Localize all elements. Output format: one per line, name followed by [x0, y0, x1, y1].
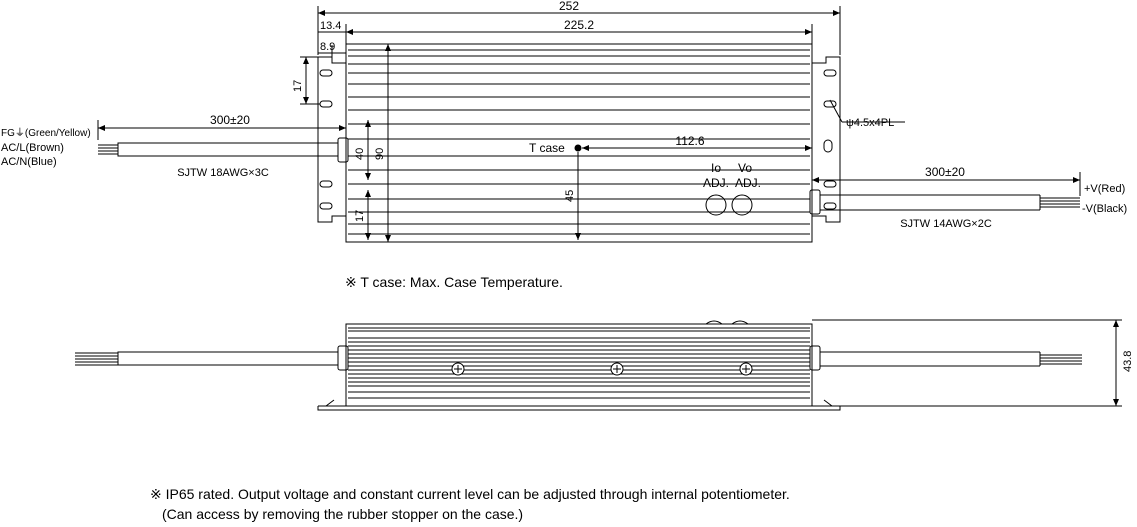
input-cable: [117, 142, 339, 157]
side-output-wires: [1040, 354, 1082, 365]
tcase-point: [574, 144, 582, 152]
dim-tab-height-bottom: 17: [354, 210, 366, 222]
mounting-slots: [319, 69, 837, 210]
side-output-gland: [809, 345, 821, 371]
dim-height-40: 40: [354, 148, 366, 160]
vo-adj-potentiometer: [731, 194, 753, 216]
hole-spec-label: ψ4.5x4PL: [846, 117, 894, 129]
input-cable-type: SJTW 18AWG×3C: [177, 167, 269, 179]
output-gland: [809, 189, 821, 215]
side-base-plate: [317, 405, 841, 411]
side-input-wires: [75, 352, 118, 366]
dim-side-height: 43.8: [1122, 351, 1134, 372]
vo-adj-label-1: Vo: [738, 161, 752, 175]
dim-tab-height-top: 17: [292, 80, 304, 92]
output-pos-label: +V(Red): [1084, 183, 1125, 195]
output-cable-length: 300±20: [925, 165, 965, 179]
input-wires: [98, 144, 118, 155]
heatsink-fins: [348, 49, 810, 235]
dim-height-90: 90: [374, 148, 386, 160]
io-adj-potentiometer: [705, 194, 727, 216]
side-view: [75, 319, 1122, 411]
side-case-body: [345, 323, 813, 407]
case-body: [345, 43, 813, 243]
side-fins: [348, 327, 810, 399]
ip65-note-line1: ※ IP65 rated. Output voltage and constan…: [150, 486, 790, 502]
output-wires: [1040, 197, 1080, 208]
dim-offset-inner: 8.9: [320, 41, 335, 53]
vo-adj-label-2: ADJ.: [735, 176, 761, 190]
dim-tcase-distance: 112.6: [675, 134, 704, 148]
input-cable-length: 300±20: [210, 113, 250, 127]
side-input-cable: [117, 351, 339, 366]
output-neg-label: -V(Black): [1082, 203, 1127, 215]
io-adj-label-1: Io: [711, 161, 721, 175]
side-screw-3: [739, 362, 753, 376]
side-screw-1: [451, 362, 465, 376]
input-l-label: AC/L(Brown): [1, 142, 64, 154]
top-view: [97, 6, 1081, 243]
dim-overall-length: 252: [559, 0, 579, 13]
tcase-note: ※ T case: Max. Case Temperature.: [345, 274, 563, 290]
output-cable-type: SJTW 14AWG×2C: [900, 218, 992, 230]
ip65-note-line2: (Can access by removing the rubber stopp…: [162, 506, 524, 522]
tcase-label: T case: [529, 141, 565, 155]
input-n-label: AC/N(Blue): [1, 156, 57, 168]
dim-body-length: 225.2: [564, 18, 594, 32]
input-fg-label: FG⏚(Green/Yellow): [1, 127, 91, 139]
side-screw-2: [610, 362, 624, 376]
io-adj-label-2: ADJ.: [703, 176, 729, 190]
dim-height-45: 45: [564, 190, 576, 202]
dim-offset-outer: 13.4: [320, 20, 341, 32]
